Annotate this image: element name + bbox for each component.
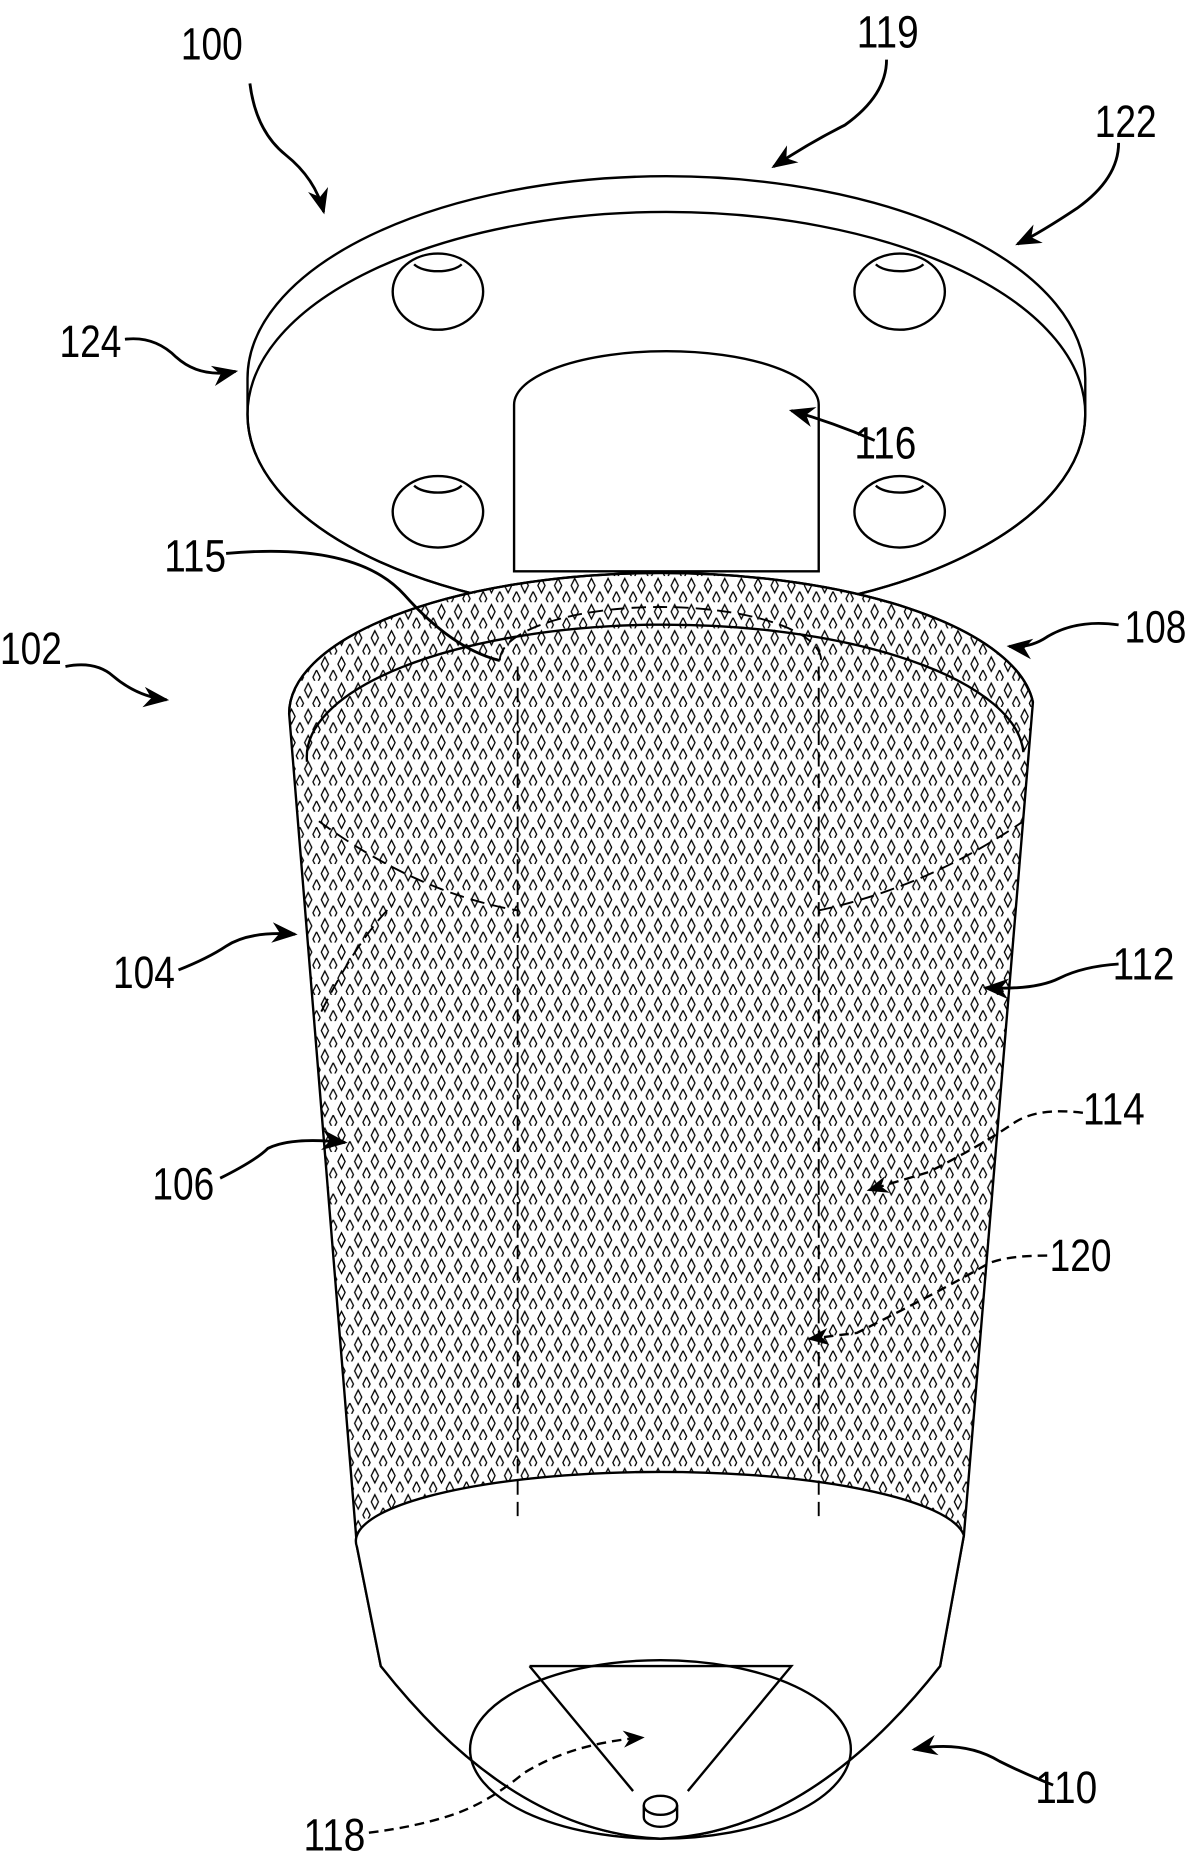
label-112: 112 [1113,938,1175,989]
label-116: 116 [854,417,916,468]
bolt-hole [391,474,485,549]
label-124: 124 [60,316,122,367]
mesh-cone [287,571,1035,1840]
label-104: 104 [113,947,175,998]
label-110: 110 [1035,1762,1097,1813]
bolt-hole [853,474,947,549]
label-100: 100 [181,19,243,70]
leader-lines [65,59,1121,1834]
label-108: 108 [1125,602,1187,653]
label-115: 115 [164,530,226,581]
label-114: 114 [1083,1084,1145,1135]
label-102: 102 [0,623,62,674]
bolt-hole [853,252,947,331]
label-119: 119 [857,7,919,58]
bolt-hole [391,252,485,331]
stem [512,349,820,573]
label-122: 122 [1095,96,1157,147]
label-120: 120 [1050,1230,1112,1281]
reference-labels: 100 119 122 124 116 115 108 102 104 112 … [0,7,1186,1859]
label-118: 118 [303,1810,365,1859]
label-106: 106 [152,1159,214,1210]
